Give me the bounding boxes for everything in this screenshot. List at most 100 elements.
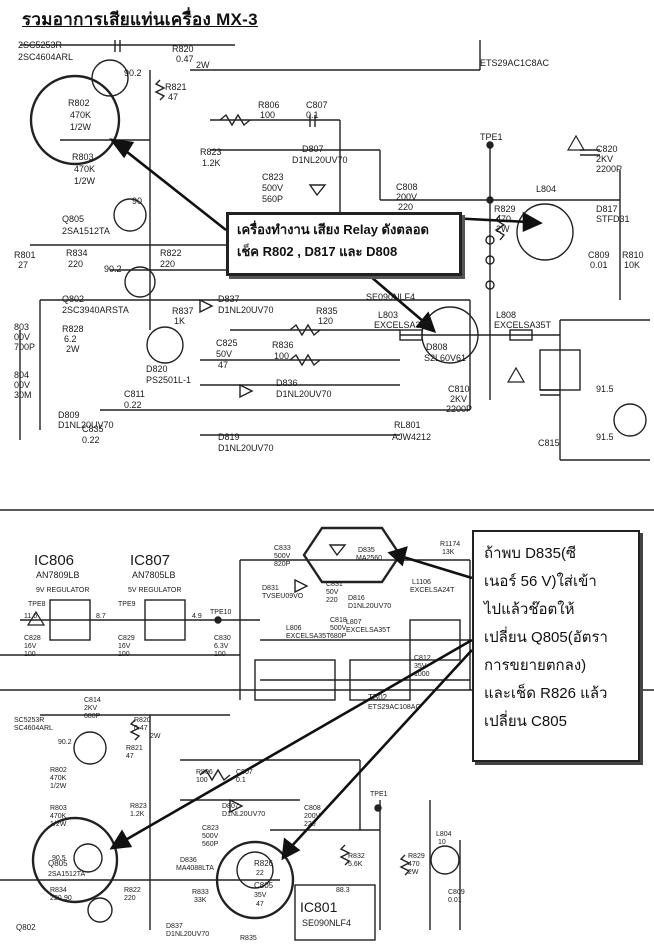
label-r820v: 0.47 <box>176 54 194 64</box>
label-c825: C825 <box>216 338 238 348</box>
label-v915a: 91.5 <box>596 384 614 394</box>
label-c812v: 35V <box>414 663 427 670</box>
note-line: เครื่องทำงาน เสียง Relay ดังตลอด <box>237 222 429 237</box>
label-d820v: PS2501L-1 <box>146 375 191 385</box>
label-d836: D836 <box>180 857 197 864</box>
label-c830: C830 <box>214 635 231 642</box>
label-c810v: 2KV <box>450 394 467 404</box>
label-c807v: 0.1 <box>306 110 319 120</box>
label-v87: 8.7 <box>96 613 106 620</box>
label-c823c: 560P <box>202 841 219 848</box>
label-c828c: 100 <box>24 651 36 658</box>
label-d836: D836 <box>276 378 298 388</box>
label-r823: R823 <box>130 803 147 810</box>
label-r833: R833 <box>192 889 209 896</box>
note-line: ถ้าพบ D835(ซี <box>484 545 577 562</box>
label-tbe: ETS29AC1C8AC <box>480 58 550 68</box>
label-r828v: 6.2 <box>64 334 77 344</box>
label-d808v: S2L60V61 <box>424 353 466 363</box>
label-r829: R829 <box>408 853 425 860</box>
label-c829: C829 <box>118 635 135 642</box>
label-r802v: 470K <box>50 775 67 782</box>
label-ic806v: AN7809LB <box>36 570 80 580</box>
label-c829c: 100 <box>118 651 130 658</box>
label-d819v: D1NL20UV70 <box>218 443 274 453</box>
label-rl801: RL801 <box>394 420 421 430</box>
label-l803v: EXCELSA35T <box>374 320 432 330</box>
note-line: เปลี่ยน C805 <box>484 713 567 730</box>
label-rl801v: AJW4212 <box>392 432 431 442</box>
label-r826v: 22 <box>256 870 264 877</box>
label-r822: R822 <box>124 887 141 894</box>
label-c805v: 35V <box>254 892 267 899</box>
label-l803: L803 <box>378 310 398 320</box>
label-c823: C823 <box>262 172 284 182</box>
label-r803w: 1/2W <box>50 821 67 828</box>
label-r832: R832 <box>348 853 365 860</box>
label-c803: 803 <box>14 322 29 332</box>
label-r801v: 27 <box>18 260 28 270</box>
label-d835v: MA2560 <box>356 555 382 562</box>
label-c818c: 680P <box>330 633 347 640</box>
label-d807v: D1NL20UV70 <box>222 811 265 818</box>
label-v902b: 90.2 <box>104 264 122 274</box>
label-d836v: D1NL20UV70 <box>276 389 332 399</box>
label-tpe9: TPE9 <box>118 601 136 608</box>
label-q805: Q805 <box>48 859 68 868</box>
label-r802w: 1/2W <box>70 122 92 132</box>
label-q802v: 2SC3940ARSTA <box>62 305 129 315</box>
label-tpe1: TPE1 <box>480 132 503 142</box>
label-c803c: 700P <box>14 342 35 352</box>
label-r822: R822 <box>160 248 182 258</box>
label-r1174v: 13K <box>442 549 455 556</box>
label-c835: C835 <box>82 424 104 434</box>
label-d809v: D1NL20UV70 <box>58 420 114 430</box>
label-r834v: 220 <box>68 259 83 269</box>
label-d837: D837 <box>218 294 240 304</box>
label-r806v: 100 <box>260 110 275 120</box>
label-l804: L804 <box>536 184 556 194</box>
label-d807: D807 <box>302 144 324 154</box>
label-c809v: 0.01 <box>448 897 462 904</box>
label-c807: C807 <box>306 100 328 110</box>
label-c820v: 2KV <box>596 154 613 164</box>
label-r802v: 470K <box>70 110 91 120</box>
label-c812c: 1000 <box>414 671 430 678</box>
label-l806: L806 <box>286 625 302 632</box>
label-q801b: SC4604ARL <box>14 725 53 732</box>
label-r833v: 33K <box>194 897 207 904</box>
label-c828: C828 <box>24 635 41 642</box>
label-r829v: 470 <box>496 214 511 224</box>
label-d816v: D1NL20UV70 <box>348 603 391 610</box>
label-c803v: 00V <box>14 332 30 342</box>
label-l1106: L1106 <box>412 579 431 586</box>
label-d816: D816 <box>348 595 365 602</box>
label-q801b: 2SC4604ARL <box>18 52 73 62</box>
label-c831v: 50V <box>326 589 339 596</box>
label-r806: R806 <box>196 769 213 776</box>
label-ic807v: AN7805LB <box>132 570 176 580</box>
label-d817v: STFD31 <box>596 214 630 224</box>
label-r836v: 100 <box>274 351 289 361</box>
label-r820: R820 <box>134 717 151 724</box>
label-d836v: MA4088LTA <box>176 865 214 872</box>
label-v116: 11.6 <box>24 613 37 620</box>
label-c833: C833 <box>274 545 291 552</box>
label-q802: Q802 <box>16 923 36 932</box>
label-r803: R803 <box>72 152 94 162</box>
label-v915b: 91.5 <box>596 432 614 442</box>
label-r837v: 1K <box>174 316 185 326</box>
label-ic806r: 9V REGULATOR <box>36 587 89 594</box>
label-c808c: 220 <box>304 821 316 828</box>
label-tpe10: TPE10 <box>210 609 232 616</box>
label-d837: D837 <box>166 923 183 930</box>
label-l807: L807 <box>346 619 362 626</box>
label-r822v: 220 <box>160 259 175 269</box>
label-d819: D819 <box>218 432 240 442</box>
label-r829: R829 <box>494 204 516 214</box>
label-r821: R821 <box>165 82 187 92</box>
label-d817: D817 <box>596 204 618 214</box>
label-c830v: 6.3V <box>214 643 229 650</box>
label-c808v: 200V <box>396 192 417 202</box>
label-r803v: 470K <box>74 164 95 174</box>
